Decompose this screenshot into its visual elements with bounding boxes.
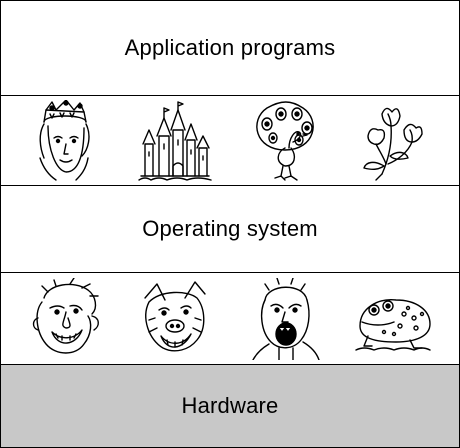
application-programs-label: Application programs: [124, 35, 336, 60]
hardware-layer: Hardware: [0, 364, 460, 448]
peacock-icon: [245, 100, 325, 182]
castle-icon: [135, 100, 215, 182]
queen-icon: [26, 99, 106, 182]
unpleasant-illustrations-row: [0, 272, 460, 365]
pleasant-illustrations-row: [0, 95, 460, 186]
operating-system-label: Operating system: [142, 216, 318, 241]
toad-icon: [354, 278, 434, 360]
flowers-icon: [354, 100, 434, 182]
pig-face-icon: [135, 278, 215, 360]
ogre-face-icon: [26, 277, 106, 360]
operating-system-layer: Operating system: [0, 185, 460, 273]
application-programs-layer: Application programs: [0, 0, 460, 96]
hardware-label: Hardware: [181, 393, 279, 418]
screaming-face-icon: [245, 277, 325, 360]
